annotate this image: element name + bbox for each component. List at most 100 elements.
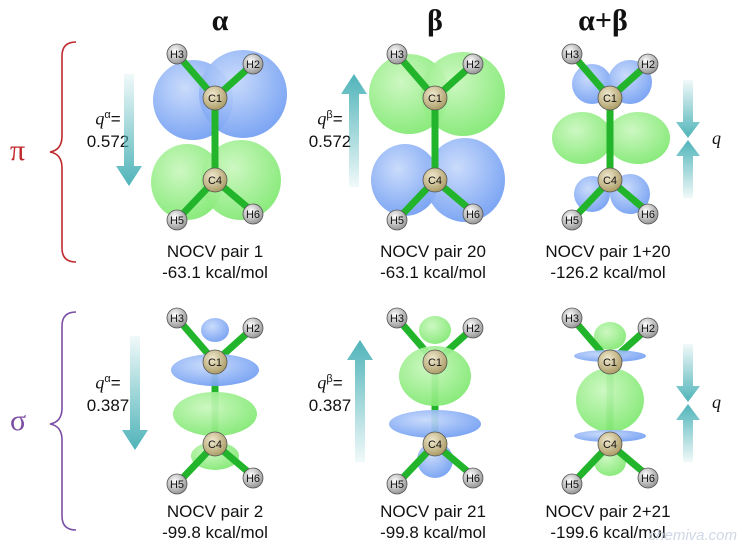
atom-label: H5: [390, 215, 404, 227]
charge-label-sigma-alpha: qα= 0.387: [86, 372, 130, 415]
atom-label: H3: [170, 49, 184, 61]
carbon-atom: [422, 85, 448, 111]
arrow-up-pi-total: [676, 140, 700, 198]
atom-label: H2: [641, 59, 655, 71]
hydrogen-atom: [462, 317, 484, 339]
carbon-atom: [202, 349, 228, 375]
charge-spin: α: [104, 109, 111, 121]
atom-label: H6: [246, 209, 260, 221]
atom-label: H5: [565, 215, 579, 227]
carbon-atom: [597, 85, 623, 111]
atom-label: C4: [208, 439, 222, 451]
orbital-lobe: [594, 322, 626, 350]
charge-label-pi-alpha: qα= 0.572: [86, 108, 130, 151]
orbital-lobe: [421, 52, 505, 136]
atom-label: H6: [641, 473, 655, 485]
carbon-atom: [202, 167, 228, 193]
column-header-alpha: α: [211, 4, 229, 37]
hydrogen-atom: [242, 467, 264, 489]
atom-label: C4: [603, 175, 617, 187]
arrow-down-pi-alpha: [116, 74, 142, 186]
orbital-lobe: [389, 410, 481, 438]
hydrogen-atom: [242, 203, 264, 225]
carbon-atom: [422, 431, 448, 457]
atom-label: H6: [641, 209, 655, 221]
hydrogen-atom: [242, 317, 264, 339]
atom-label: H2: [641, 323, 655, 335]
atom-label: H6: [466, 473, 480, 485]
atom-label: C1: [603, 93, 617, 105]
caption-title: NOCV pair 2: [166, 502, 264, 521]
atom-label: C4: [428, 439, 442, 451]
charge-symbol: q: [317, 108, 327, 129]
atom-label: H2: [466, 323, 480, 335]
atom-label: H2: [246, 59, 260, 71]
charge-symbol: q: [317, 372, 327, 393]
charge-value: 0.387: [308, 395, 352, 415]
orbital-lobe: [399, 346, 471, 406]
hydrogen-atom: [561, 307, 583, 329]
charge-symbol: q: [95, 108, 105, 129]
caption-energy: -126.2 kcal/mol: [550, 263, 666, 282]
atom-label: H5: [390, 479, 404, 491]
hydrogen-atom: [386, 473, 408, 495]
caption-title: NOCV pair 21: [380, 502, 486, 521]
carbon-atom: [597, 349, 623, 375]
arrow-down-sigma-total: [676, 344, 700, 402]
caption-pair-21: NOCV pair 21 -99.8 kcal/mol: [343, 501, 523, 543]
hydrogen-atom: [462, 203, 484, 225]
pi-brace: [49, 41, 77, 263]
caption-title: NOCV pair 1: [166, 242, 264, 261]
atom-label: C1: [603, 357, 617, 369]
hydrogen-atom: [386, 43, 408, 65]
atom-label: H2: [246, 323, 260, 335]
arrow-up-sigma-total: [676, 404, 700, 462]
charge-value: 0.572: [308, 131, 352, 151]
column-header-alpha-beta: α+β: [578, 4, 628, 37]
orbital-lobe: [576, 368, 644, 432]
caption-pair-2-21: NOCV pair 2+21 -199.6 kcal/mol: [518, 501, 698, 543]
sigma-brace: [49, 311, 77, 531]
hydrogen-atom: [637, 203, 659, 225]
total-charge-label-sigma: q: [712, 392, 721, 412]
charge-spin: β: [326, 109, 333, 121]
charge-spin: α: [104, 373, 111, 385]
atom-label: H5: [170, 479, 184, 491]
caption-energy: -199.6 kcal/mol: [550, 523, 666, 542]
atom-label: H3: [170, 313, 184, 325]
atom-label: C1: [208, 357, 222, 369]
carbon-atom: [422, 349, 448, 375]
charge-label-pi-beta: qβ= 0.572: [308, 108, 352, 151]
atom-label: C1: [208, 93, 222, 105]
atom-label: H3: [390, 49, 404, 61]
atom-label: H2: [466, 59, 480, 71]
hydrogen-atom: [637, 53, 659, 75]
carbon-atom: [422, 167, 448, 193]
caption-energy: -63.1 kcal/mol: [162, 263, 268, 282]
hydrogen-atom: [561, 473, 583, 495]
charge-spin: β: [326, 373, 333, 385]
watermark: chemiva.com: [648, 527, 737, 544]
orbital-lobe: [201, 318, 229, 342]
arrow-down-pi-total: [676, 80, 700, 138]
orbital-lobe: [201, 140, 281, 220]
caption-energy: -99.8 kcal/mol: [380, 523, 486, 542]
atom-label: H3: [390, 313, 404, 325]
hydrogen-atom: [242, 53, 264, 75]
total-charge-label-pi: q: [712, 128, 721, 148]
atom-label: C1: [428, 357, 442, 369]
charge-label-sigma-beta: qβ= 0.387: [308, 372, 352, 415]
hydrogen-atom: [561, 209, 583, 231]
arrow-up-pi-beta: [341, 74, 367, 187]
atom-label: C4: [428, 175, 442, 187]
hydrogen-atom: [462, 53, 484, 75]
hydrogen-atom: [166, 473, 188, 495]
caption-title: NOCV pair 2+21: [545, 502, 671, 521]
hydrogen-atom: [561, 43, 583, 65]
charge-symbol: q: [95, 372, 105, 393]
